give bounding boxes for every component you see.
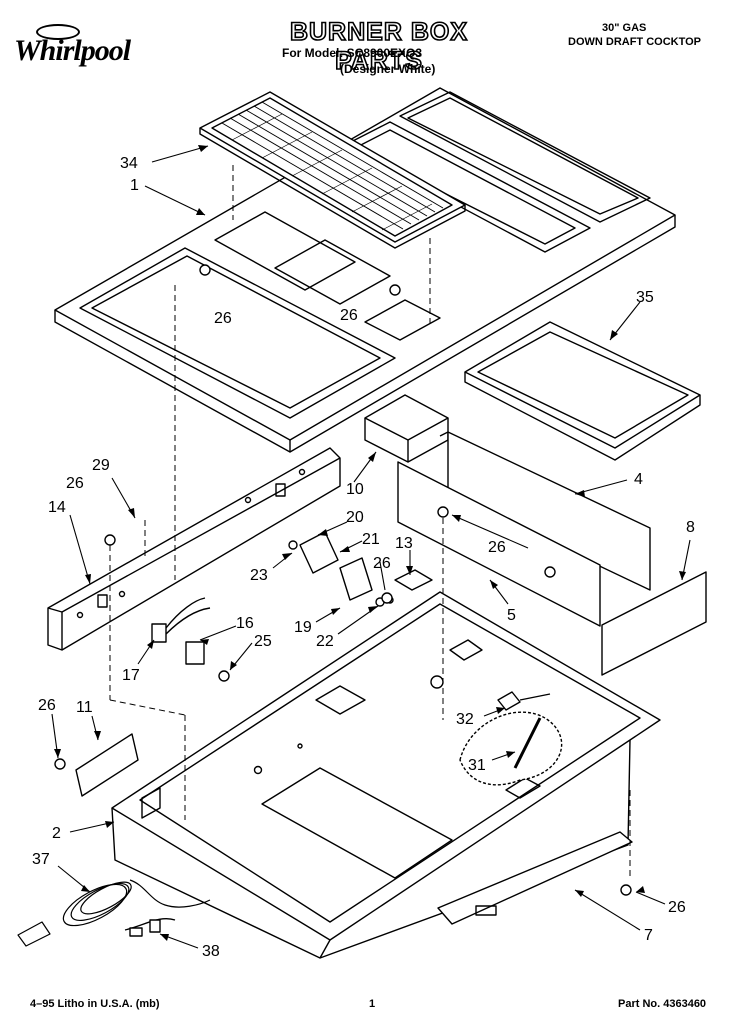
callout-38: 38 — [202, 943, 220, 960]
bracket-part-10 — [364, 394, 449, 463]
footer-page-number: 1 — [369, 998, 376, 1010]
model-line: For Model: SC8900EXQ3 — [282, 46, 423, 60]
igniter-module — [151, 597, 211, 665]
logo-wordmark: Whirlpool — [14, 34, 131, 67]
callout-21: 21 — [362, 531, 380, 548]
variant-line: (Designer White) — [340, 62, 436, 76]
size-line: 30" GAS — [602, 22, 647, 34]
callout-37: 37 — [32, 851, 50, 868]
callout-4: 4 — [634, 471, 643, 488]
callout-25: 25 — [254, 633, 272, 650]
burner-box-part-2 — [111, 591, 661, 959]
callout-numbers: 34 1 26 26 35 29 26 14 10 4 20 21 13 23 … — [32, 155, 695, 960]
clip-part-13 — [394, 569, 433, 591]
whirlpool-logo: Whirlpool — [14, 24, 164, 72]
callout-10: 10 — [346, 481, 364, 498]
callout-26-left-bracket: 26 — [66, 475, 84, 492]
valve-assembly-part-31 — [459, 691, 563, 786]
grille-part-34 — [199, 91, 466, 249]
callout-2: 2 — [52, 825, 61, 842]
callout-35: 35 — [636, 289, 654, 306]
callout-29: 29 — [92, 457, 110, 474]
power-cord-part-37 — [17, 879, 211, 947]
page-title: BURNER BOX PARTS — [289, 17, 469, 76]
callout-26-upper-center: 26 — [340, 307, 358, 324]
control-bracket-part-14 — [47, 447, 341, 651]
callout-14: 14 — [48, 499, 66, 516]
callout-1: 1 — [130, 177, 139, 194]
callout-26-bottom: 26 — [668, 899, 686, 916]
callout-26-upper-left: 26 — [214, 310, 232, 327]
bottom-pan-part-7 — [437, 831, 633, 925]
callout-13: 13 — [395, 535, 413, 552]
footer-part-number: Part No. 4363460 — [618, 998, 707, 1010]
logo-badge — [36, 24, 80, 40]
callout-22: 22 — [316, 633, 334, 650]
product-line: DOWN DRAFT COCKTOP — [568, 36, 702, 48]
callout-19: 19 — [294, 619, 312, 636]
cover-plate-part-11 — [75, 733, 139, 797]
callout-20: 20 — [346, 509, 364, 526]
panel-part-8 — [601, 571, 707, 676]
side-panel-part-5 — [397, 461, 601, 627]
callout-23: 23 — [250, 567, 268, 584]
callout-26-side-panel: 26 — [488, 539, 506, 556]
callout-16: 16 — [236, 615, 254, 632]
callout-11: 11 — [76, 699, 93, 716]
footer-litho: 4–95 Litho in U.S.A. (mb) — [30, 998, 160, 1010]
callout-8: 8 — [686, 519, 695, 536]
callout-26-switch: 26 — [373, 555, 391, 572]
callout-32: 32 — [456, 711, 474, 728]
assembly-lines — [109, 165, 631, 880]
callout-17: 17 — [122, 667, 140, 684]
wire-harness-part-38 — [124, 918, 176, 937]
callout-7: 7 — [644, 927, 653, 944]
tray-part-35 — [464, 321, 701, 461]
callout-34: 34 — [120, 155, 138, 172]
screws — [54, 264, 632, 896]
switch-brackets — [288, 531, 394, 607]
callout-26-cover: 26 — [38, 697, 56, 714]
arrowheads — [54, 145, 686, 941]
callout-5: 5 — [507, 607, 516, 624]
callout-31: 31 — [468, 757, 486, 774]
